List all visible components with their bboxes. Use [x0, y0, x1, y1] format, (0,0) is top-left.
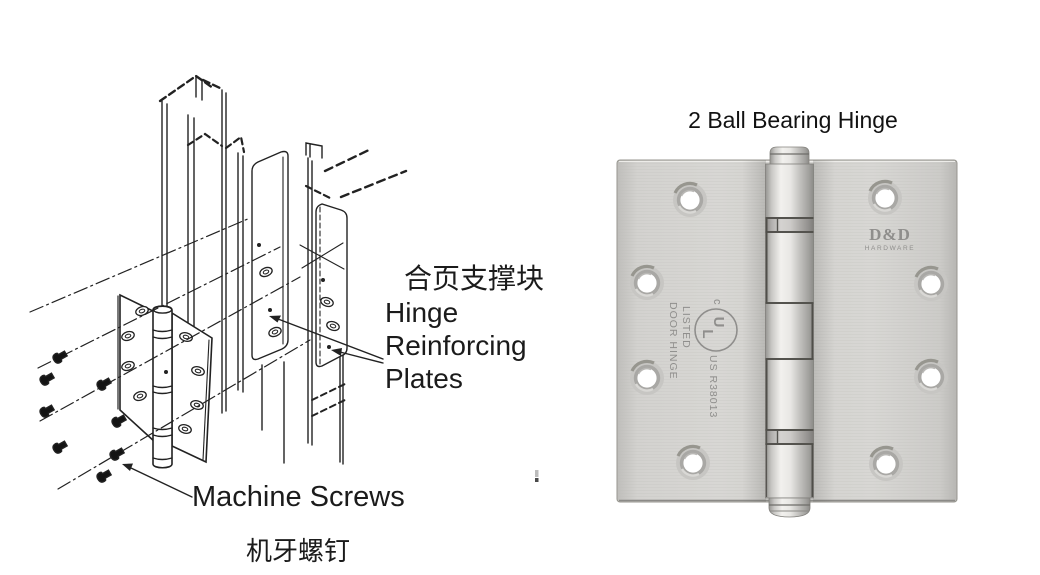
brand-engraving: D&D: [869, 225, 911, 244]
print-artifact: [535, 470, 539, 482]
installation-diagram: [29, 74, 539, 498]
reinforcing-plate-2: [299, 203, 348, 368]
reinforcing-plate-1: [251, 150, 289, 361]
label-support-block-cn: 合页支撑块: [404, 262, 545, 295]
hinge-photo: D&D HARDWARE U L c US R38013 LISTED DOOR…: [616, 146, 958, 518]
hinge-barrel: [765, 146, 814, 518]
ul-mark: U L c US R38013 LISTED DOOR HINGE: [667, 299, 738, 418]
engravings: D&D HARDWARE U L c US R38013 LISTED DOOR…: [667, 225, 915, 418]
svg-text:US R38013: US R38013: [707, 355, 719, 418]
product-title: 2 Ball Bearing Hinge: [688, 107, 898, 133]
svg-text:LISTED: LISTED: [680, 306, 692, 349]
label-machine-screws-cn: 机牙螺钉: [246, 537, 351, 567]
brand-sub-engraving: HARDWARE: [865, 245, 915, 252]
svg-text:U: U: [710, 317, 727, 328]
label-machine-screws: Machine Screws: [192, 481, 405, 513]
middle-frame-strip: [186, 132, 285, 464]
hinge-drawing: [117, 293, 213, 469]
leader-lines: [122, 315, 384, 498]
centerlines: [29, 217, 311, 490]
svg-text:c: c: [711, 299, 723, 305]
machine-screws-group: [37, 348, 128, 485]
svg-text:DOOR HINGE: DOOR HINGE: [667, 302, 679, 380]
svg-text:L: L: [699, 329, 716, 338]
label-hinge-reinforcing-plates: Hinge Reinforcing Plates: [385, 297, 527, 394]
